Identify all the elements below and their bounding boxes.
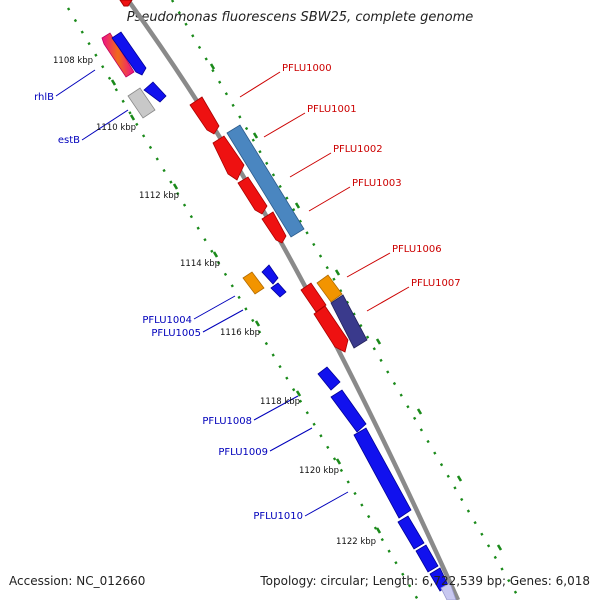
ruler-tick xyxy=(375,527,382,534)
leader-PFLU1005 xyxy=(202,309,244,333)
gene-PFLU1009 xyxy=(330,389,367,433)
gene-label-estB[interactable]: estB xyxy=(58,135,80,146)
dot-track xyxy=(66,7,420,600)
gene-PFLU1005 xyxy=(270,282,287,298)
gene-blue xyxy=(143,81,167,103)
gene-blue xyxy=(111,31,147,76)
gene-PFLU1006-orange xyxy=(316,274,343,303)
map-title: Pseudomonas fluorescens SBW25, complete … xyxy=(126,10,474,25)
gene-lightblue xyxy=(440,582,457,600)
ruler-tick xyxy=(375,338,382,345)
ruler-label: 1120 kbp xyxy=(299,466,339,476)
ruler-tick xyxy=(335,458,342,465)
ruler-label: 1112 kbp xyxy=(139,191,179,201)
ruler-label: 1114 kbp xyxy=(180,259,220,269)
forward-strand-genes xyxy=(189,96,368,353)
gene-PFLU1001 xyxy=(212,135,245,181)
ruler-label: 1108 kbp xyxy=(53,56,93,66)
ruler-label: 1116 kbp xyxy=(220,328,260,338)
gene-label-PFLU1000[interactable]: PFLU1000 xyxy=(282,63,332,74)
ruler-tick xyxy=(416,408,423,415)
gene-label-PFLU1005[interactable]: PFLU1005 xyxy=(151,328,201,339)
reverse-gene-labels: rhlB estB PFLU1004 PFLU1005 PFLU1008 PFL… xyxy=(34,92,303,522)
leader-PFLU1010 xyxy=(304,491,349,517)
ruler-label: 1110 kbp xyxy=(96,123,136,133)
gene-label-PFLU1009[interactable]: PFLU1009 xyxy=(218,447,268,458)
gene-PFLU1004-blue xyxy=(261,264,279,285)
ruler-label: 1122 kbp xyxy=(336,537,376,547)
gene-label-rhlB[interactable]: rhlB xyxy=(34,92,54,103)
ruler-label: 1118 kbp xyxy=(260,397,300,407)
leader-PFLU1007 xyxy=(366,286,410,312)
leader-PFLU1004 xyxy=(193,295,236,320)
ruler-tick xyxy=(496,544,503,551)
leader-rhlB xyxy=(55,69,96,97)
leader-PFLU1009 xyxy=(269,427,313,452)
leader-PFLU1003 xyxy=(308,186,351,212)
ruler-tick xyxy=(252,132,259,139)
forward-gene-labels: PFLU1000 PFLU1001 PFLU1002 PFLU1003 PFLU… xyxy=(282,63,461,289)
ruler-tick xyxy=(254,320,261,327)
ruler-tick xyxy=(110,79,117,86)
gene-PFLU1000 xyxy=(189,96,220,135)
ruler-tick xyxy=(456,475,463,482)
ruler-tick xyxy=(294,202,301,209)
ruler-tick xyxy=(212,251,219,258)
ruler-tick xyxy=(334,269,341,276)
gene-PFLU1007-purple xyxy=(330,294,368,349)
gene-label-PFLU1008[interactable]: PFLU1008 xyxy=(202,416,252,427)
leader-PFLU1001 xyxy=(263,112,306,138)
gene-PFLU1006-red xyxy=(300,282,327,313)
reverse-strand-genes xyxy=(101,0,457,600)
gene-PFLU1010 xyxy=(353,427,412,519)
leader-PFLU1006 xyxy=(346,252,391,278)
gene-label-PFLU1001[interactable]: PFLU1001 xyxy=(307,104,357,115)
leader-PFLU1002 xyxy=(289,152,332,178)
gene-label-PFLU1003[interactable]: PFLU1003 xyxy=(352,178,402,189)
gene-PFLU1003-b xyxy=(261,211,287,244)
genome-summary-text: Topology: circular; Length: 6,722,539 bp… xyxy=(260,574,590,588)
ruler-labels: 1108 kbp 1110 kbp 1112 kbp 1114 kbp 1116… xyxy=(53,56,376,547)
leader-lines xyxy=(55,69,410,517)
gene-rhlB xyxy=(101,32,135,78)
gene-label-PFLU1007[interactable]: PFLU1007 xyxy=(411,278,461,289)
gene-label-PFLU1004[interactable]: PFLU1004 xyxy=(142,315,192,326)
leader-PFLU1008 xyxy=(253,395,299,421)
gene-PFLU1002 xyxy=(226,124,305,238)
accession-text: Accession: NC_012660 xyxy=(9,574,146,588)
gene-label-PFLU1002[interactable]: PFLU1002 xyxy=(333,144,383,155)
gene-blue xyxy=(397,515,425,550)
leader-estB xyxy=(81,109,129,141)
gene-PFLU1008 xyxy=(317,366,341,391)
leader-PFLU1000 xyxy=(239,71,281,98)
gene-top-red xyxy=(119,0,133,7)
gene-label-PFLU1010[interactable]: PFLU1010 xyxy=(253,511,303,522)
gene-PFLU1003-a xyxy=(237,176,268,215)
gene-PFLU1004-orange xyxy=(242,271,265,295)
dot-track xyxy=(170,0,522,600)
gene-label-PFLU1006[interactable]: PFLU1006 xyxy=(392,244,442,255)
dotted-tracks xyxy=(66,0,522,600)
gene-estB xyxy=(127,87,156,119)
ruler-tick xyxy=(172,183,179,190)
ruler-tick xyxy=(129,114,136,121)
ruler-tick xyxy=(295,390,302,397)
ruler-ticks xyxy=(110,63,503,551)
gene-blue xyxy=(415,544,439,573)
ruler-tick xyxy=(209,63,216,70)
gene-PFLU1007-red xyxy=(313,305,349,353)
